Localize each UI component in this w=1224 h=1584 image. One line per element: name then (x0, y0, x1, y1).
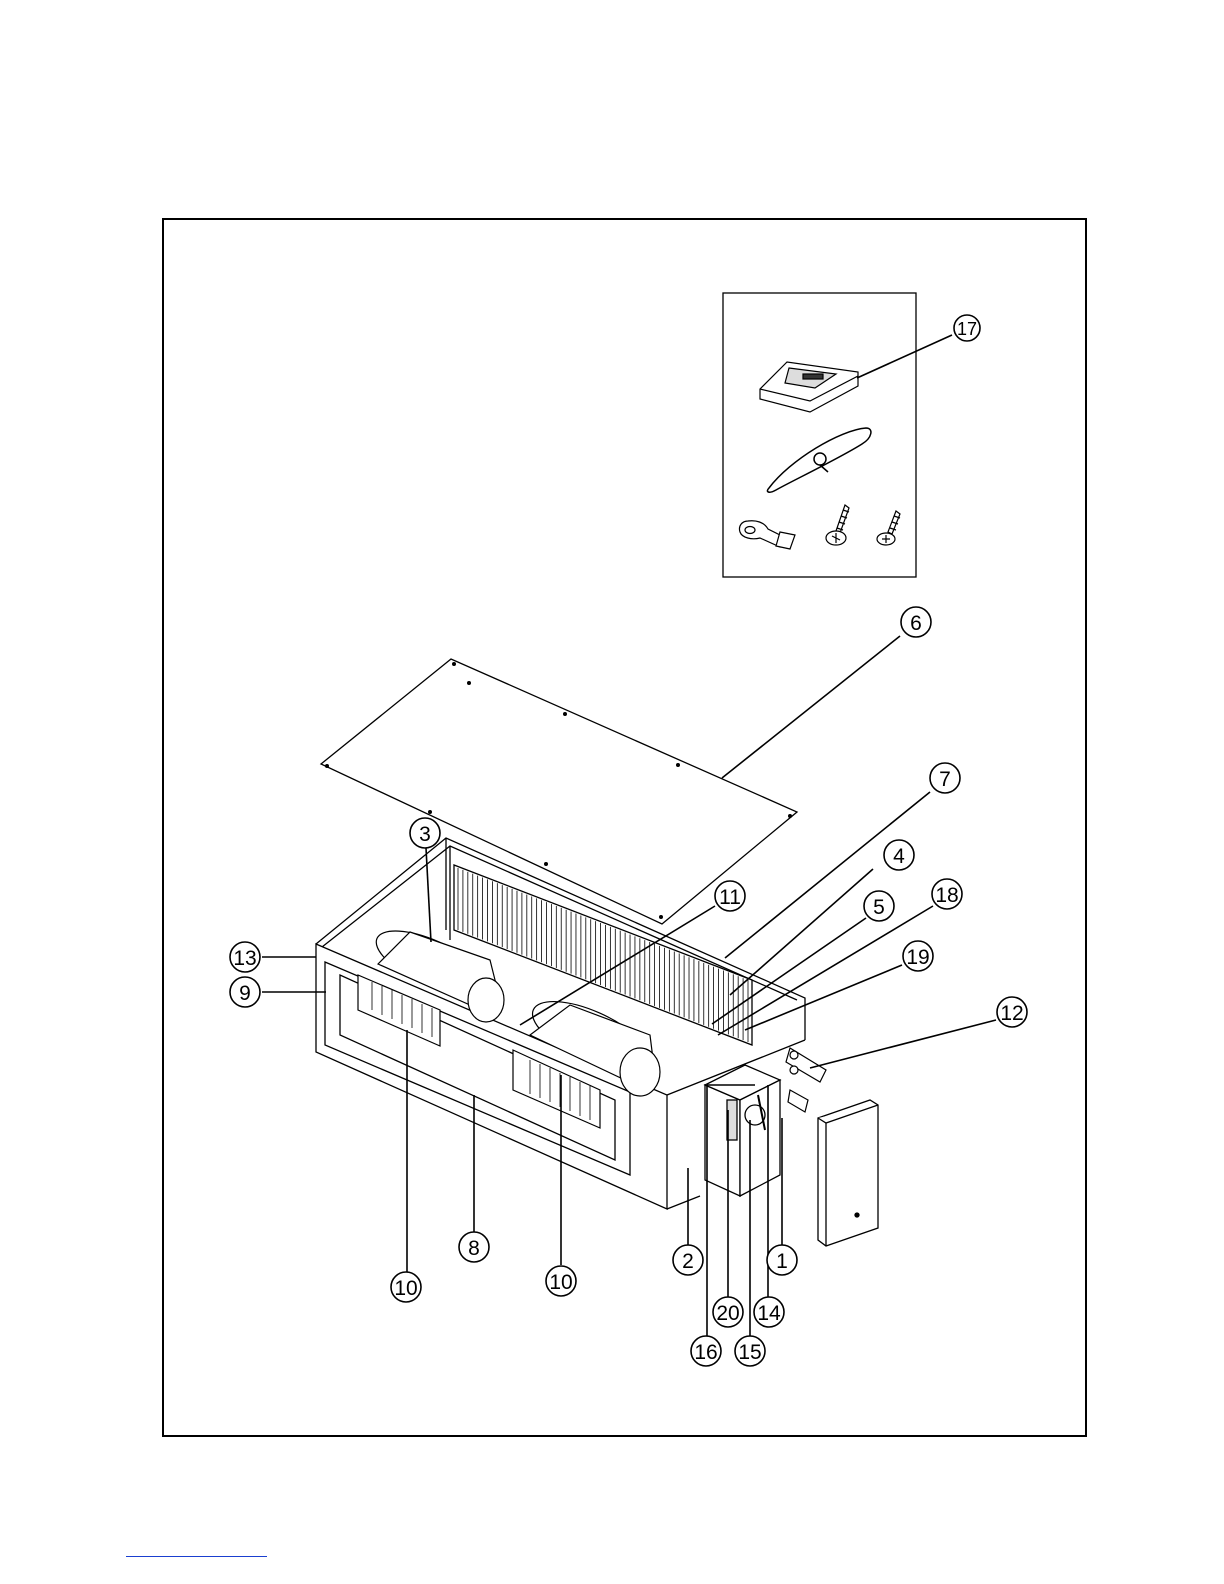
callout-2: 2 (673, 1245, 703, 1275)
callout-19: 19 (903, 941, 933, 971)
svg-text:1: 1 (776, 1250, 788, 1273)
svg-text:20: 20 (716, 1302, 739, 1325)
callout-10-left: 10 (391, 1272, 421, 1302)
callout-18: 18 (932, 879, 962, 909)
svg-text:4: 4 (893, 845, 905, 868)
cable-tie-icon (767, 428, 871, 492)
svg-text:15: 15 (738, 1341, 761, 1364)
callout-13: 13 (230, 942, 260, 972)
callout-16: 16 (691, 1336, 721, 1366)
svg-text:10: 10 (394, 1277, 417, 1300)
svg-text:11: 11 (719, 886, 741, 909)
callout-15: 15 (735, 1336, 765, 1366)
callout-9: 9 (230, 977, 260, 1007)
callout-4: 4 (884, 840, 914, 870)
callout-17: 17 (954, 315, 980, 341)
callout-1: 1 (767, 1245, 797, 1275)
svg-text:10: 10 (549, 1271, 572, 1294)
svg-text:19: 19 (906, 946, 929, 969)
svg-text:2: 2 (682, 1250, 694, 1273)
callout-10-right: 10 (546, 1266, 576, 1296)
callout-3: 3 (410, 818, 440, 848)
svg-text:18: 18 (935, 884, 958, 907)
callout-7: 7 (930, 763, 960, 793)
callout-12: 12 (997, 997, 1027, 1027)
svg-text:8: 8 (468, 1237, 480, 1260)
footer-link-underline (126, 1556, 267, 1557)
callout-14: 14 (754, 1297, 784, 1327)
screw-icon (826, 505, 849, 545)
svg-text:14: 14 (757, 1302, 781, 1325)
screw-icon-small (877, 511, 900, 545)
callout-6: 6 (901, 607, 931, 637)
svg-text:3: 3 (419, 823, 431, 846)
svg-text:13: 13 (233, 947, 256, 970)
svg-text:6: 6 (910, 612, 922, 635)
callout-5: 5 (864, 891, 894, 921)
callout-20: 20 (713, 1297, 743, 1327)
svg-text:9: 9 (239, 982, 251, 1005)
svg-text:17: 17 (957, 319, 977, 339)
callout-8: 8 (459, 1232, 489, 1262)
svg-text:12: 12 (1000, 1002, 1023, 1025)
callout-11: 11 (715, 881, 745, 911)
svg-text:5: 5 (873, 896, 885, 919)
svg-text:16: 16 (694, 1341, 717, 1364)
side-cover-panel (818, 1100, 878, 1246)
svg-text:7: 7 (939, 768, 951, 791)
ring-terminal-icon (739, 521, 795, 549)
remote-controller-icon (760, 362, 858, 412)
accessories-box (723, 293, 916, 577)
pipe-connections (786, 1048, 826, 1112)
